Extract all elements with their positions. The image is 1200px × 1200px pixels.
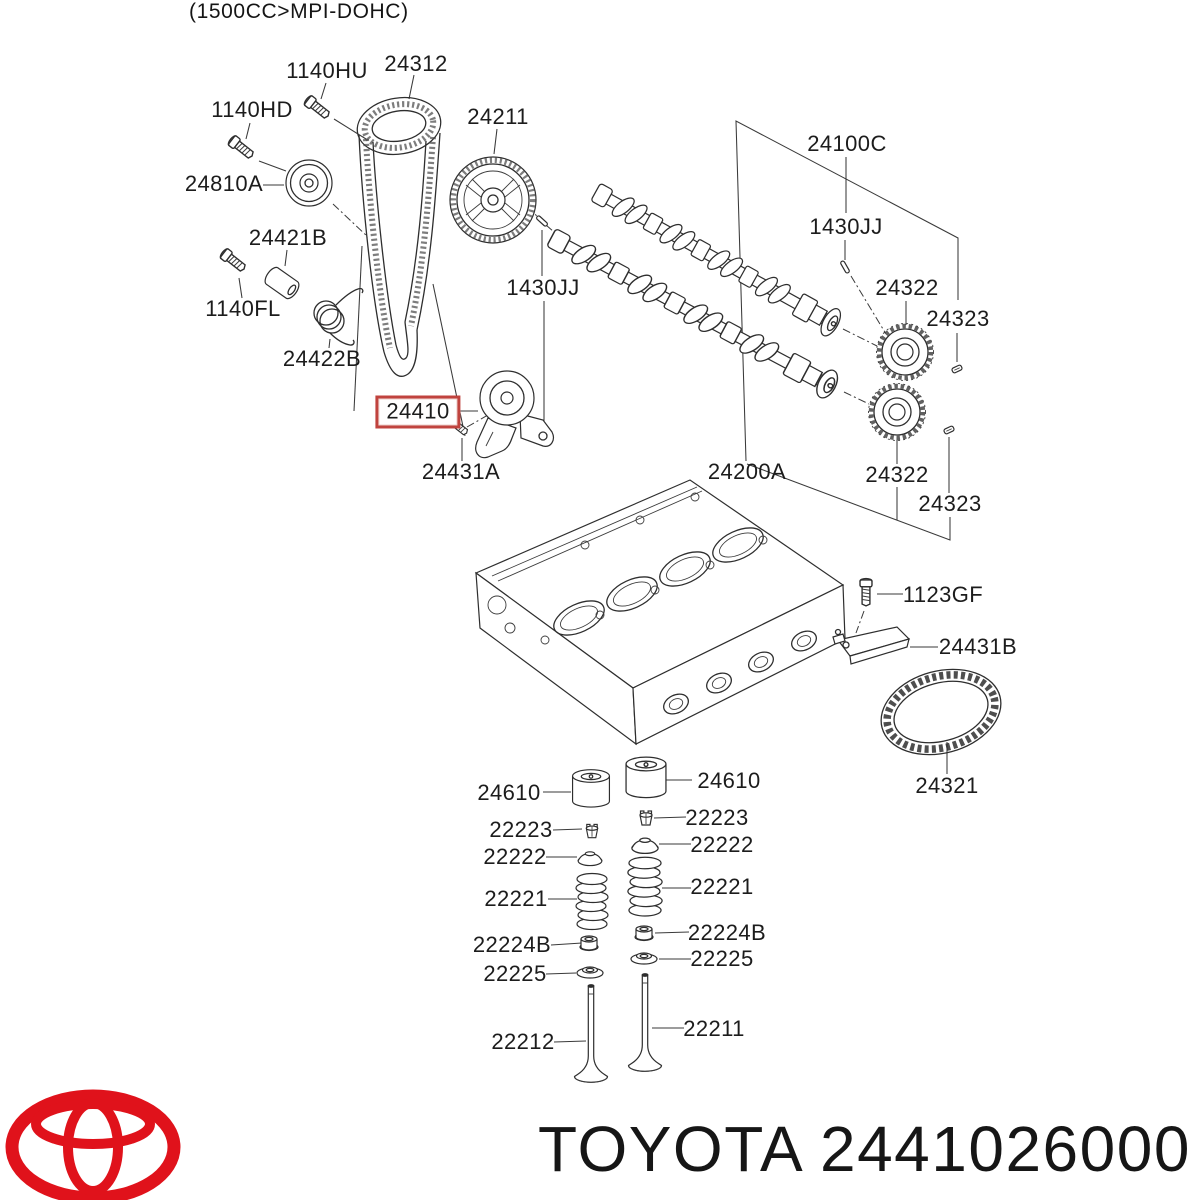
part-label-1123gf: 1123GF: [902, 582, 984, 607]
valve-exhaust-drawing: [627, 973, 663, 1072]
cylinder-head-drawing: [474, 479, 846, 746]
part-label-24200a: 24200A: [707, 459, 787, 484]
part-label-24312: 24312: [384, 51, 448, 76]
key-lower-drawing: [942, 424, 956, 436]
part-label-24421b: 24421B: [248, 225, 328, 250]
cam-gear-drawing: [449, 156, 537, 244]
part-label-22222-left: 22222: [483, 844, 547, 869]
pin-1430jj-right-drawing: [839, 259, 851, 275]
part-label-24610-right: 24610: [697, 768, 761, 793]
part-label-1430jj-left: 1430JJ: [506, 275, 580, 300]
part-label-24323-lower: 24323: [918, 491, 982, 516]
part-label-22221-left: 22221: [484, 886, 548, 911]
footer-part-number: TOYOTA 2441026000: [538, 1113, 1191, 1185]
lifter-left-drawing: [571, 769, 611, 808]
pin-1430jj-left-drawing: [535, 214, 549, 228]
part-label-24431b: 24431B: [938, 634, 1018, 659]
sprocket-upper-drawing: [877, 324, 934, 381]
retainer-left-drawing: [577, 851, 603, 867]
seal-left-drawing: [579, 935, 599, 952]
part-label-24431a: 24431A: [421, 459, 501, 484]
part-label-22211: 22211: [683, 1016, 745, 1041]
valve-intake-drawing: [573, 984, 609, 1083]
part-label-22221-right: 22221: [690, 874, 754, 899]
part-label-24321: 24321: [915, 773, 979, 798]
part-label-22223-right: 22223: [685, 805, 749, 830]
part-label-1140hd: 1140HD: [211, 97, 293, 122]
spring-right-drawing: [627, 856, 663, 917]
part-label-24610-left: 24610: [477, 780, 541, 805]
part-label-24410-highlighted: 24410: [375, 395, 461, 429]
part-label-1140fl: 1140FL: [205, 296, 281, 321]
part-label-24810a: 24810A: [184, 171, 264, 196]
sprocket-lower-drawing: [869, 384, 926, 441]
keeper-left-drawing: [585, 823, 599, 839]
part-label-24322-lower: 24322: [865, 462, 929, 487]
part-label-1430jj-right: 1430JJ: [809, 214, 883, 239]
bolt-1140hu-drawing: [302, 93, 333, 122]
leader-lines: [238, 74, 959, 1043]
toyota-logo: [5, 1089, 181, 1200]
tensioner-spring-drawing: [313, 287, 364, 346]
part-label-24211: 24211: [467, 104, 529, 129]
part-label-22223-left: 22223: [489, 817, 553, 842]
bolt-1140hd-drawing: [226, 133, 257, 162]
part-label-22225-right: 22225: [690, 946, 754, 971]
retainer-right-drawing: [631, 837, 659, 855]
seat-left-drawing: [576, 966, 604, 979]
part-label-24100c: 24100C: [807, 131, 887, 156]
belt-tensioner-drawing: [475, 370, 555, 459]
seal-right-drawing: [634, 925, 654, 942]
idler-pulley-drawing: [285, 159, 333, 207]
spring-left-drawing: [575, 872, 609, 931]
part-label-22222-right: 22222: [690, 832, 754, 857]
part-label-24322-upper: 24322: [875, 275, 939, 300]
bolt-1123gf-drawing: [859, 577, 873, 607]
diagram-title: (1500CC>MPI-DOHC): [189, 0, 409, 23]
timing-belt-drawing: [356, 96, 442, 377]
seat-right-drawing: [630, 952, 658, 965]
part-label-22212: 22212: [491, 1029, 555, 1054]
lifter-right-drawing: [625, 756, 667, 799]
part-label-1140hu: 1140HU: [286, 58, 368, 83]
key-upper-drawing: [950, 363, 964, 375]
chain-guide-drawing: [832, 626, 911, 665]
bolt-1140fl-drawing: [218, 246, 249, 275]
keeper-right-drawing: [639, 810, 653, 826]
part-label-22225-left: 22225: [483, 961, 547, 986]
part-label-22224b-right: 22224B: [687, 920, 767, 945]
part-label-24422b: 24422B: [282, 346, 362, 371]
timing-chain-drawing: [880, 668, 1002, 756]
part-label-22224b-left: 22224B: [472, 932, 552, 957]
part-label-24323-upper: 24323: [926, 306, 990, 331]
